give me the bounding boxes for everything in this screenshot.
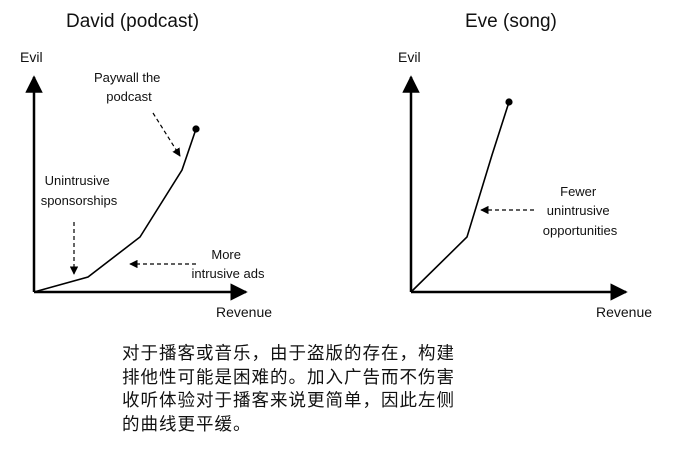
annotation-fewer-opportunities: Fewer unintrusive opportunities (543, 184, 618, 238)
annotation-paywall: Paywall the podcast (94, 70, 164, 104)
caption-line: 的曲线更平缓。 (122, 414, 252, 435)
right-panel: Eve (song) Evil Revenue Fewer unintrusiv… (398, 11, 652, 320)
left-curve (33, 128, 197, 293)
right-x-axis-label: Revenue (596, 304, 652, 320)
left-panel-title: David (podcast) (66, 11, 199, 32)
caption-line: 收听体验对于播客来说更简单，因此左侧 (122, 391, 455, 411)
right-y-axis-label: Evil (398, 49, 421, 65)
right-curve-endpoint (505, 98, 513, 106)
annotation-intrusive-ads: More intrusive ads (192, 247, 265, 281)
left-y-axis-label: Evil (20, 49, 43, 65)
left-curve-endpoint (192, 125, 200, 133)
right-panel-title: Eve (song) (465, 11, 557, 32)
right-curve (410, 101, 510, 293)
caption-line: 排他性可能是困难的。加入广告而不伤害 (122, 367, 455, 388)
caption-line: 对于播客或音乐，由于盗版的存在，构建 (122, 344, 455, 364)
caption: 对于播客或音乐，由于盗版的存在，构建 排他性可能是困难的。加入广告而不伤害 收听… (122, 343, 562, 437)
left-x-axis-label: Revenue (216, 304, 272, 320)
arrow-paywall (152, 112, 181, 157)
left-panel: David (podcast) Evil Revenue Paywall the… (20, 11, 272, 320)
annotation-sponsorships: Unintrusive sponsorships (41, 173, 118, 208)
